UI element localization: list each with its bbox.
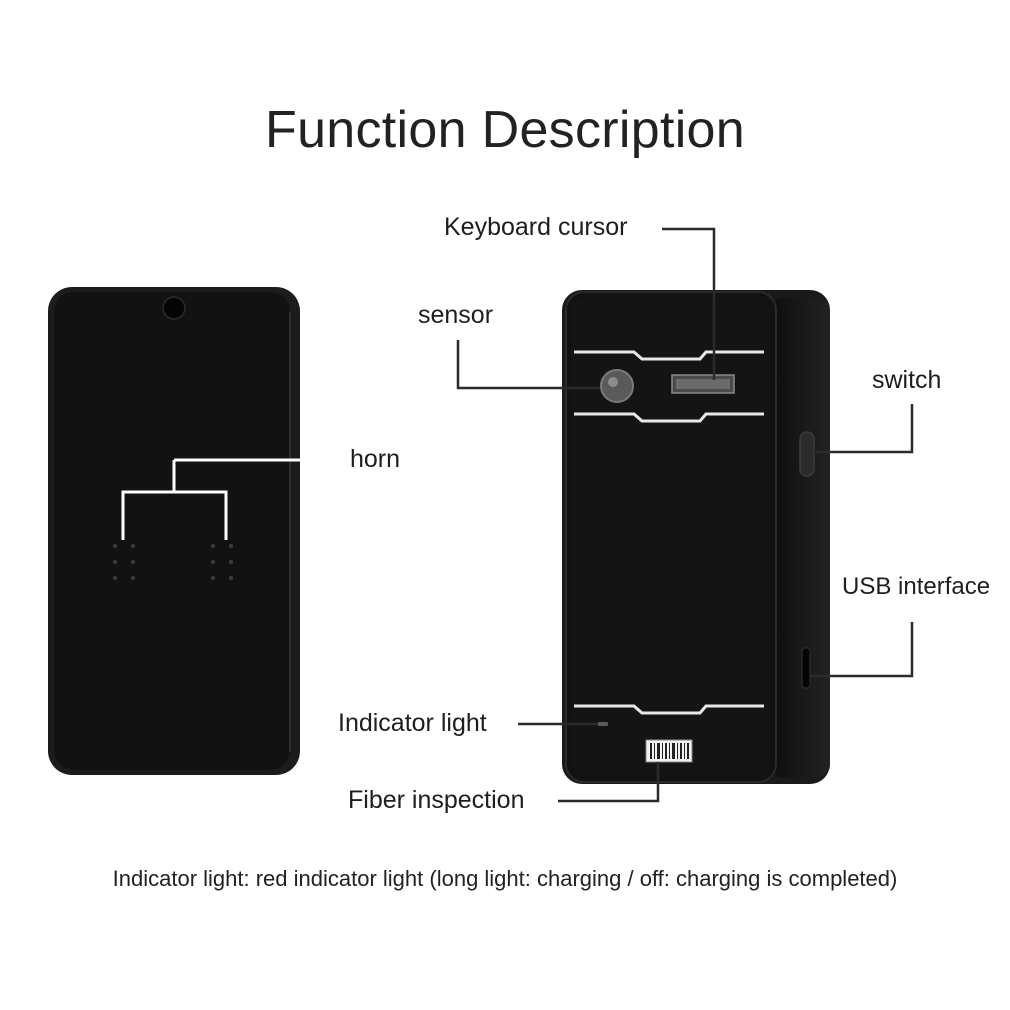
device-front-view: [562, 290, 830, 784]
label-keyboard-cursor: Keyboard cursor: [444, 213, 628, 241]
lanyard-hole-icon: [162, 296, 186, 320]
device-back-view: [48, 287, 342, 775]
barcode-sticker-icon: [645, 739, 693, 763]
sensor-lens-icon: [600, 369, 634, 403]
label-indicator-light: Indicator light: [338, 709, 487, 737]
label-fiber-inspection: Fiber inspection: [348, 786, 525, 814]
fiber-inspection-leader-line: [558, 762, 660, 803]
indicator-light-icon: [598, 722, 608, 726]
label-sensor: sensor: [418, 301, 494, 329]
keyboard-cursor-leader-line: [662, 227, 716, 380]
sensor-leader-line: [456, 340, 600, 390]
indicator-caption: Indicator light: red indicator light (lo…: [112, 866, 898, 891]
label-usb-interface: USB interface: [842, 573, 991, 600]
label-horn: horn: [350, 445, 401, 473]
switch-button-icon: [799, 431, 815, 477]
usb-port-icon: [801, 647, 811, 689]
speaker-holes-icon: [112, 543, 234, 581]
page-title: Function Description: [265, 101, 745, 159]
horn-leader-line: [121, 458, 342, 540]
usb-leader-line: [810, 622, 914, 678]
label-switch: switch: [872, 366, 942, 394]
panel-stripes: [574, 350, 764, 715]
switch-leader-line: [814, 404, 914, 454]
